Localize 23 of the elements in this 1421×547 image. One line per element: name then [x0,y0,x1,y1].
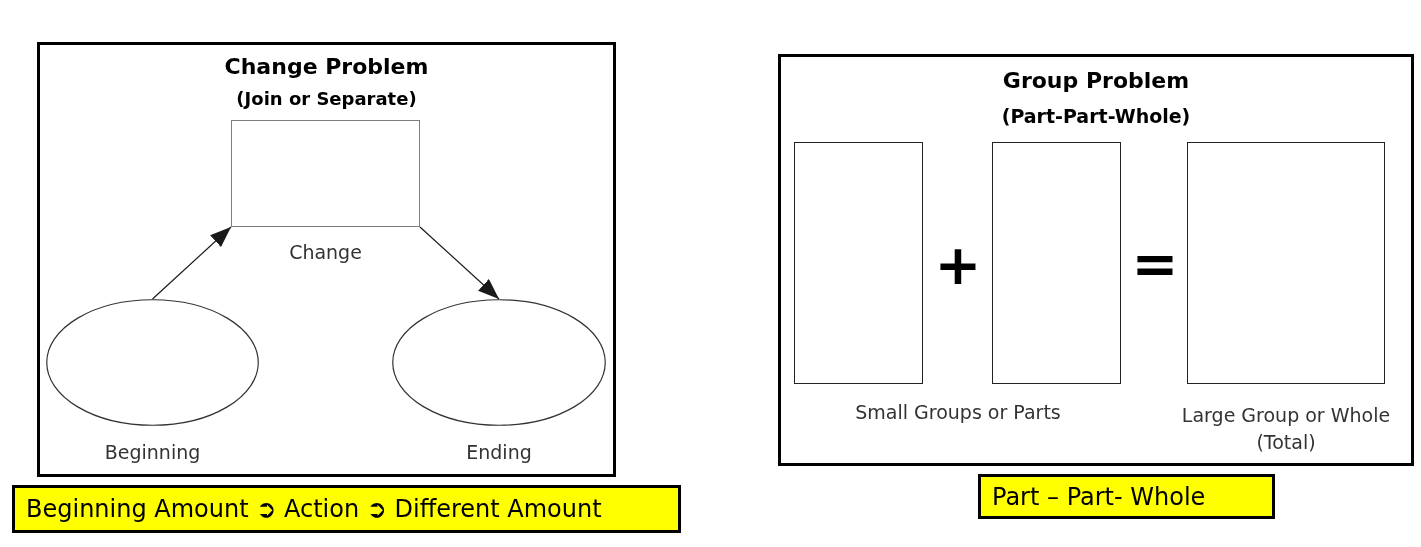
answer-oval [392,299,606,426]
shape-caption: Beginning [104,442,201,464]
shape-caption: Large Group or Whole (Total) [1180,403,1392,455]
summary-banner: Beginning Amount ➲ Action ➲ Different Amount [12,485,681,533]
shape-caption: Ending [466,442,532,464]
answer-oval [46,299,259,426]
problem-panel [778,54,1414,466]
panel-title: Group Problem [1002,68,1190,94]
panel-title: Change Problem [224,54,429,80]
answer-box [1187,142,1385,384]
problem-panel [37,42,616,477]
plus-sign: + [934,242,982,288]
arrow [151,226,232,300]
box-caption: Small Groups or Parts [855,402,1061,424]
answer-box [992,142,1121,384]
arrow [419,226,500,300]
answer-box [231,120,420,227]
summary-banner: Part – Part- Whole [978,474,1275,519]
shape-caption: Change [289,242,362,264]
answer-box [794,142,923,384]
panel-subtitle: (Join or Separate) [236,89,417,110]
equals-sign: = [1131,241,1179,287]
panel-subtitle: (Part-Part-Whole) [1001,106,1191,128]
